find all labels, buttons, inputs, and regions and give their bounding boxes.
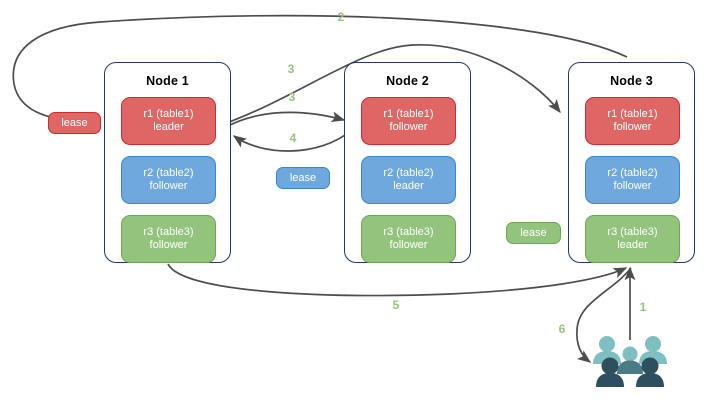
replica-node3-r1[interactable]: r1 (table1) follower [585,97,680,145]
lease-badge-green[interactable]: lease [506,222,561,244]
replica-role-label: leader [393,180,424,192]
replica-node1-r3[interactable]: r3 (table3) follower [121,215,216,263]
replica-id-label: r2 (table2) [143,166,194,179]
lease-badge-blue[interactable]: lease [276,167,330,189]
replica-node2-r2[interactable]: r2 (table2) leader [361,156,456,204]
people-icon [593,336,667,387]
replica-id-label: r1 (table1) [383,107,434,120]
replica-role-label: follower [613,180,652,192]
step-label-3a: 3 [287,62,295,76]
replica-node2-r1[interactable]: r1 (table1) follower [361,97,456,145]
replica-id-label: r1 (table1) [143,107,194,120]
replica-role-label: follower [149,180,188,192]
step-label-6: 6 [558,322,566,336]
lease-badge-red[interactable]: lease [48,112,101,134]
lease-label: lease [520,227,547,239]
replica-node2-r3[interactable]: r3 (table3) follower [361,215,456,263]
replica-id-label: r3 (table3) [383,225,434,238]
replica-id-label: r3 (table3) [607,225,658,238]
lease-label: lease [289,172,317,184]
replica-id-label: r3 (table3) [143,225,194,238]
replica-role-label: leader [153,121,184,133]
replica-node3-r3[interactable]: r3 (table3) leader [585,215,680,263]
replica-id-label: r1 (table1) [607,107,658,120]
node-title: Node 3 [610,74,653,88]
node-box-1[interactable]: Node 1 r1 (table1) leader r2 (table2) fo… [104,62,231,263]
step-label-4: 4 [289,131,297,145]
replica-role-label: follower [389,239,428,251]
step-label-1: 1 [639,300,647,314]
replica-role-label: follower [613,121,652,133]
step-label-3b: 3 [288,90,296,104]
replica-id-label: r2 (table2) [383,166,434,179]
replica-role-label: leader [617,239,648,251]
node-title: Node 2 [386,74,429,88]
arrow-step-5 [167,263,628,297]
step-label-2: 2 [337,10,345,24]
node-box-2[interactable]: Node 2 r1 (table1) follower r2 (table2) … [344,62,471,263]
replica-node1-r1[interactable]: r1 (table1) leader [121,97,216,145]
arrow-step-3-to-node2 [225,111,346,128]
replica-role-label: follower [149,239,188,251]
replica-node3-r2[interactable]: r2 (table2) follower [585,156,680,204]
replica-id-label: r2 (table2) [607,166,658,179]
step-label-5: 5 [392,298,400,312]
replica-node1-r2[interactable]: r2 (table2) follower [121,156,216,204]
lease-label: lease [61,117,88,129]
node-title: Node 1 [146,74,189,88]
node-box-3[interactable]: Node 3 r1 (table1) follower r2 (table2) … [568,62,695,263]
replica-role-label: follower [389,121,428,133]
